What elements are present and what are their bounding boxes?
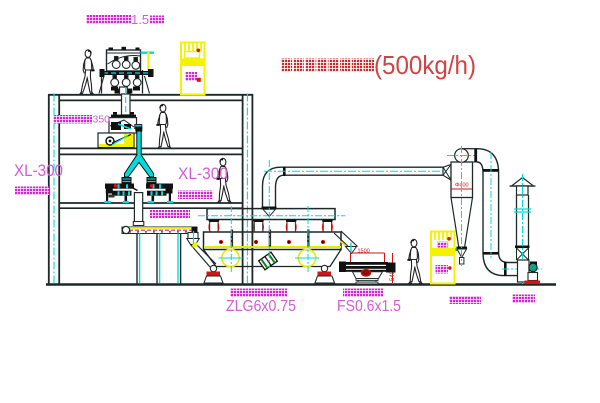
svg-text:(500kg/h): (500kg/h) [374,50,476,80]
svg-text:540: 540 [390,270,396,281]
svg-text:FS0.6x1.5: FS0.6x1.5 [337,298,401,315]
svg-text:XL-300: XL-300 [178,165,228,183]
svg-text:XL-300: XL-300 [14,162,63,180]
svg-text:ZLG6x0.75: ZLG6x0.75 [226,298,296,315]
svg-text:1500: 1500 [358,249,370,255]
svg-text:1.5: 1.5 [131,12,149,27]
svg-text:350: 350 [93,114,111,126]
